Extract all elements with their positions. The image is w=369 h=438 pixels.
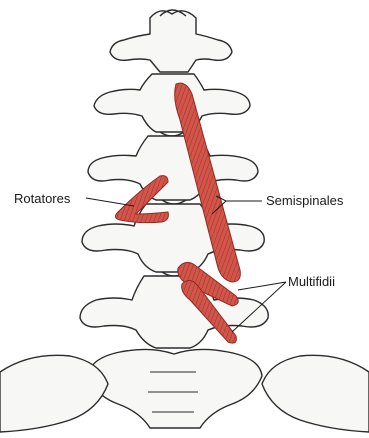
sacrum (88, 349, 262, 428)
rotatores-leader (86, 198, 134, 206)
vertebrae (0, 10, 369, 432)
vertebra-1 (110, 10, 232, 72)
ilium-right (262, 355, 369, 432)
vertebra-2 (94, 74, 250, 136)
vertebra-5 (80, 276, 268, 348)
vertebra-3 (88, 136, 258, 204)
ilium-left (0, 355, 108, 432)
rotatores-label: Rotatores (14, 191, 70, 206)
multifidii-label: Multifidii (288, 274, 335, 289)
semispinales-leader (216, 196, 262, 201)
semispinales-label: Semispinales (266, 193, 343, 208)
